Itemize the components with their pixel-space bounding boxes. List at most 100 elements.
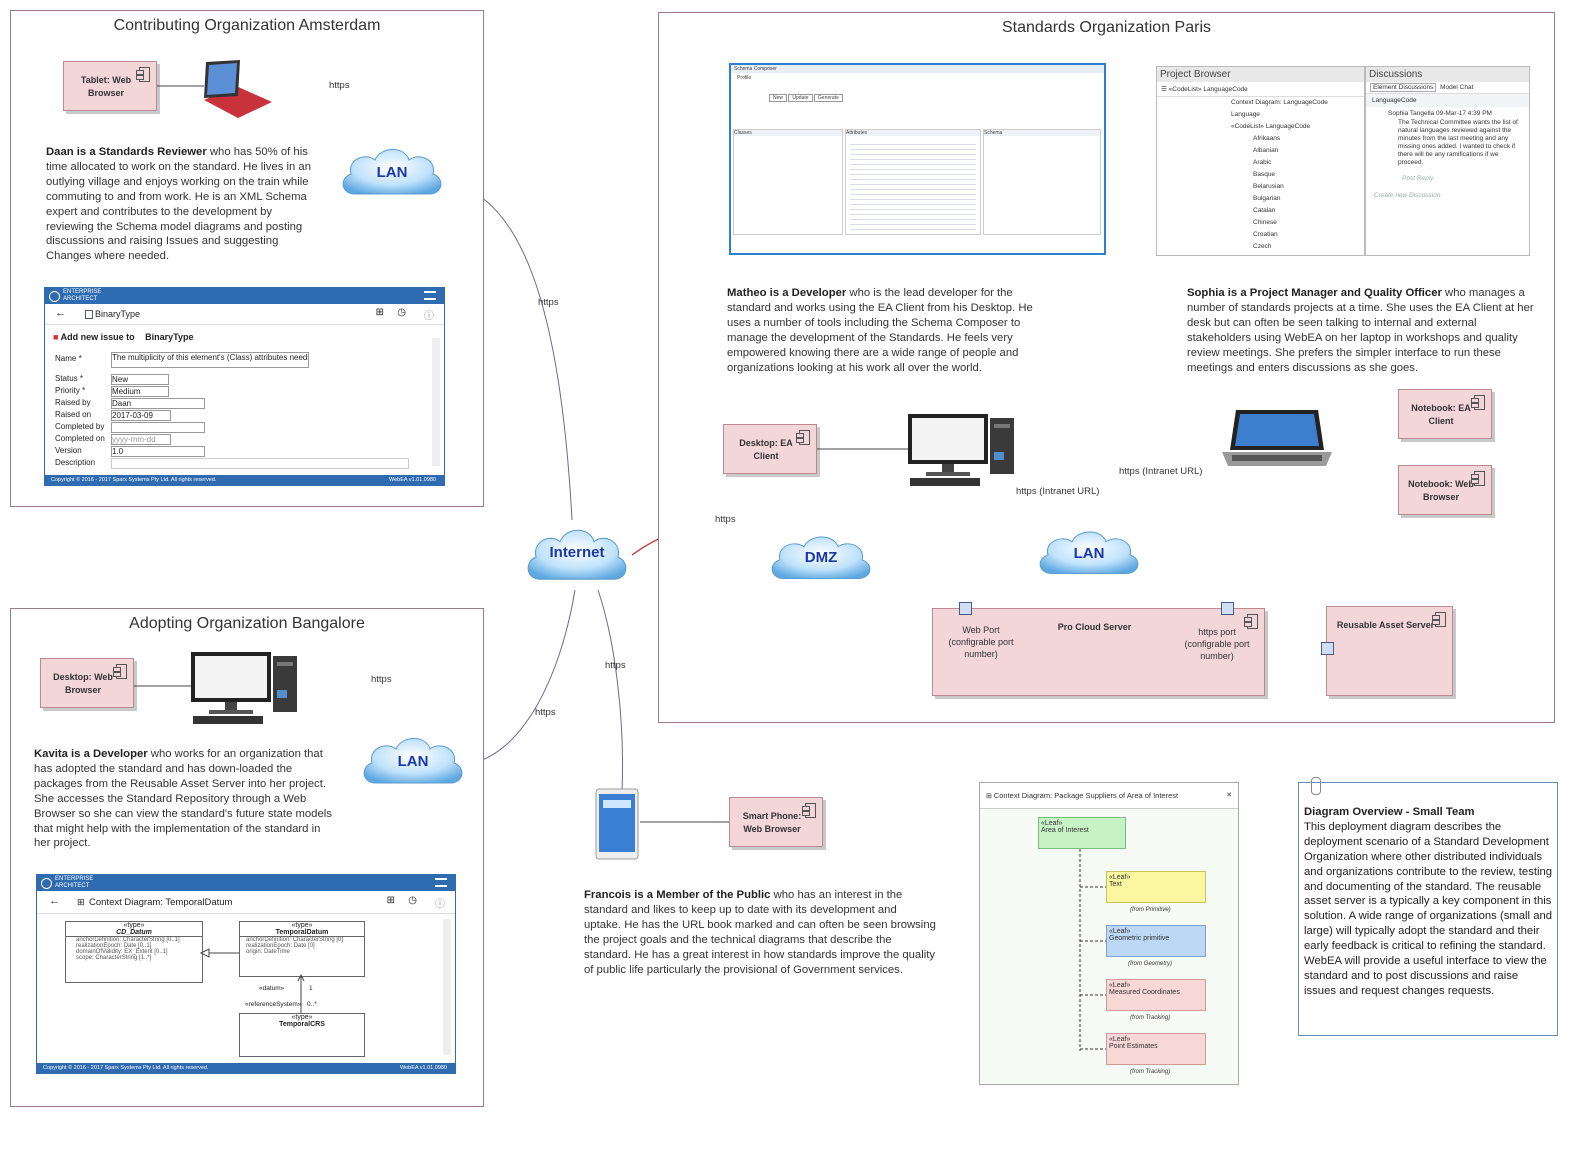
form-row: Priority *Medium [55,386,425,398]
tree-item[interactable]: Albanian [1253,147,1279,154]
person-name: Sophia is a Project Manager and Quality … [1187,287,1442,299]
uml-class-temporal-crs[interactable]: «type» TemporalCRS [239,1013,365,1057]
ea-logo-icon [41,878,52,889]
class-icon [85,310,93,319]
generate-button[interactable]: Generate [813,94,843,102]
back-arrow-icon[interactable]: ← [55,307,66,319]
component-label: Smart Phone: Web Browser [742,811,802,834]
heading-text: Add new issue to [60,332,135,342]
tablet-icon [204,60,272,118]
component-label: Desktop: EA Client [739,438,793,461]
info-icon[interactable]: ⓘ [424,311,434,322]
hamburger-icon[interactable] [435,878,447,887]
tree-item[interactable]: Bulgarian [1253,195,1281,202]
leaf-stereotype: «Leaf» [1109,928,1131,935]
leaf-name: Text [1109,881,1122,888]
daan-description: Daan is a Standards Reviewer who has 50%… [46,145,316,264]
tree-item[interactable]: Belarusian [1253,183,1284,190]
close-icon[interactable]: ✕ [1226,792,1232,799]
hierarchy-icon[interactable]: ⊞ [375,307,384,318]
ea-logo-icon [49,291,60,302]
webea-header: ENTERPRISE ARCHITECT [45,288,444,304]
class-attr: domainOfValidity: EX_Extent [0..1] [76,949,168,955]
component-notebook-web-browser[interactable]: Notebook: Web Browser [1398,465,1492,515]
new-button[interactable]: New [769,94,788,102]
tree-item[interactable]: Context Diagram: LanguageCode [1231,99,1328,106]
history-icon[interactable]: ◷ [397,307,406,318]
tree-item[interactable]: Catalan [1253,207,1276,214]
component-smartphone-web-browser[interactable]: Smart Phone: Web Browser [729,797,823,847]
info-icon[interactable]: ⓘ [435,899,445,910]
tab-model-chat[interactable]: Model Chat [1440,84,1474,91]
tree-item[interactable]: Chinese [1253,219,1277,226]
tree-item[interactable]: Croatian [1253,231,1278,238]
leaf-from: (from Geometry) [1128,961,1173,967]
back-arrow-icon[interactable]: ← [49,895,60,907]
component-icon [1244,614,1258,629]
component-tablet-web-browser[interactable]: Tablet: Web Browser [63,61,157,111]
component-pro-cloud-server[interactable]: Pro Cloud Server [932,608,1265,696]
class-attr: anchorDefinition: CharacterString [0] [246,937,344,943]
class-stereotype: «type» [291,1014,313,1021]
tab-element-discussions[interactable]: Element Discussions [1370,83,1437,92]
issue-form: Name *The multiplicity of this element's… [55,352,425,470]
cloud-dmz: DMZ [766,530,876,586]
kavita-description: Kavita is a Developer who works for an o… [34,747,334,851]
update-button[interactable]: Update [788,94,813,102]
completed-by-input[interactable] [111,422,205,433]
priority-select[interactable]: Medium [111,386,169,397]
field-label: Completed by [55,422,105,431]
desktop-computer-icon [908,414,1014,486]
diagram-tab: ⊞ Context Diagram: Package Suppliers of … [980,783,1238,809]
class-name: TemporalDatum [240,929,364,937]
tree-item[interactable]: «CodeList» LanguageCode [1231,123,1311,130]
schema-pane: Schema [983,129,1101,235]
tree-item[interactable]: Czech [1253,243,1272,250]
post-reply-link[interactable]: Post Reply [1402,175,1434,182]
leaf-geometric-primitive[interactable]: «Leaf» Geometric primitive [1106,925,1206,957]
discussion-author: Sophia Tangella [1388,110,1435,117]
version-input[interactable]: 1.0 [111,446,205,457]
component-label: Pro Cloud Server [1057,622,1132,632]
person-text: who is the lead developer for the standa… [727,287,1033,374]
tree-item[interactable]: Basque [1253,171,1276,178]
port-web[interactable] [959,602,972,615]
leaf-text[interactable]: «Leaf» Text [1106,871,1206,903]
component-icon [1432,612,1446,627]
create-discussion-link[interactable]: Create new Discussion [1374,192,1441,199]
hierarchy-icon[interactable]: ⊞ [386,895,395,906]
leaf-measured-coordinates[interactable]: «Leaf» Measured Coordinates [1106,979,1206,1011]
port-https[interactable] [1221,602,1234,615]
leaf-point-estimates[interactable]: «Leaf» Point Estimates [1106,1033,1206,1065]
leaf-name: Point Estimates [1109,1043,1158,1050]
name-input[interactable]: The multiplicity of this element's (Clas… [111,352,309,368]
diagram-title: Context Diagram: Package Suppliers of Ar… [993,791,1179,800]
element-title: BinaryType [95,309,141,319]
tree-item[interactable]: Arabic [1253,159,1272,166]
tree-items: Context Diagram: LanguageCode Language «… [1157,97,1364,253]
leaf-name: Area of Interest [1041,827,1089,834]
port-reusable[interactable] [1321,642,1334,655]
component-desktop-web-browser[interactable]: Desktop: Web Browser [40,658,134,708]
raised-by-input[interactable]: Daan [111,398,205,409]
tree-item[interactable]: Afrikaans [1253,135,1281,142]
component-desktop-ea-client[interactable]: Desktop: EA Client [723,424,817,474]
region-title: Standards Organization Paris [1002,19,1211,36]
hamburger-icon[interactable] [424,291,436,300]
history-icon[interactable]: ◷ [408,895,417,906]
description-editor[interactable] [111,458,409,469]
component-notebook-ea-client[interactable]: Notebook: EA Client [1398,389,1492,439]
scrollbar[interactable] [432,338,440,466]
sophia-description: Sophia is a Project Manager and Quality … [1187,286,1541,375]
paperclip-icon [1311,777,1321,795]
completed-on-input[interactable]: yyyy-mm-dd [111,434,171,445]
scrollbar[interactable] [443,919,451,1055]
raised-on-input[interactable]: 2017-03-09 [111,410,171,421]
leaf-stereotype: «Leaf» [1041,820,1063,827]
menu-icon[interactable]: ☰ [1161,86,1167,93]
status-select[interactable]: New [111,374,169,385]
leaf-area-of-interest[interactable]: «Leaf» Area of Interest [1038,817,1126,849]
tree-item[interactable]: Language [1231,111,1260,118]
panel-title: Discussions [1366,67,1529,82]
